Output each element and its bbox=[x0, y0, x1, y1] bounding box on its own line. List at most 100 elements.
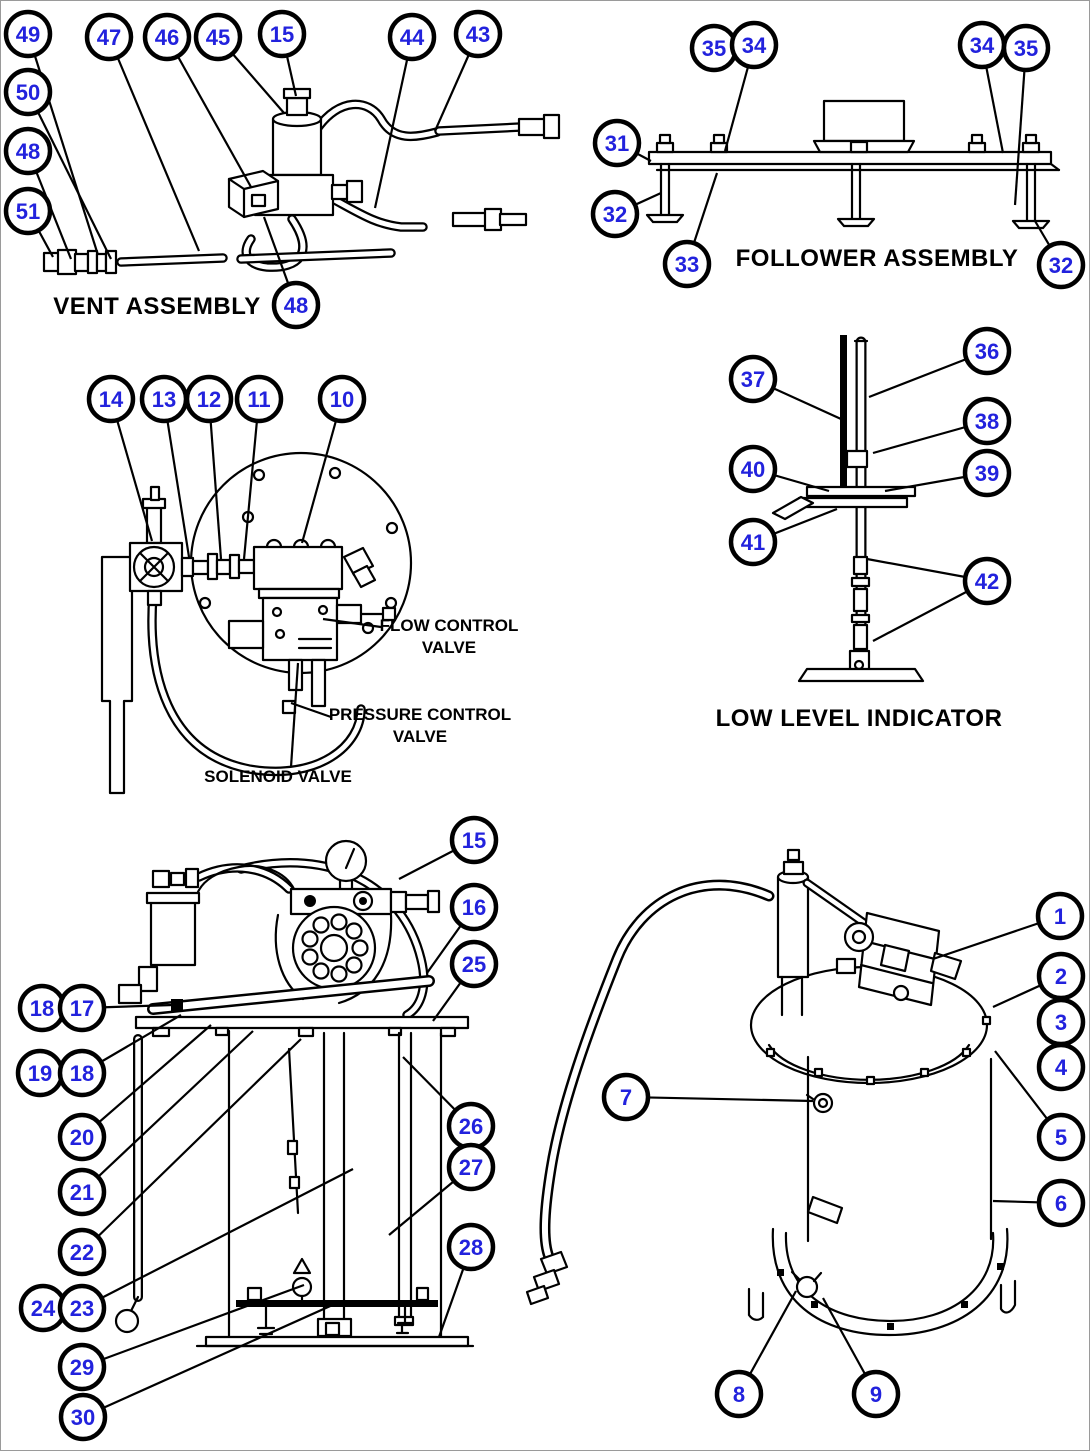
callout-23: 23 bbox=[57, 1283, 107, 1333]
leader-line-20 bbox=[81, 1024, 212, 1138]
svg-text:18: 18 bbox=[70, 1061, 94, 1086]
svg-text:2: 2 bbox=[1055, 964, 1067, 989]
callout-10: 10 bbox=[317, 374, 367, 424]
leader-line-22 bbox=[81, 1038, 302, 1253]
leader-line-23 bbox=[81, 1168, 354, 1309]
callout-9: 9 bbox=[851, 1369, 901, 1419]
callout-24: 24 bbox=[18, 1283, 68, 1333]
callout-22: 22 bbox=[57, 1227, 107, 1277]
callout-34: 34 bbox=[957, 20, 1007, 70]
svg-text:42: 42 bbox=[975, 569, 999, 594]
svg-text:12: 12 bbox=[197, 387, 221, 412]
callout-3: 3 bbox=[1036, 997, 1086, 1047]
svg-text:41: 41 bbox=[741, 530, 765, 555]
leader-line-50 bbox=[27, 91, 112, 260]
flow-control-valve-body bbox=[252, 538, 344, 600]
svg-text:48: 48 bbox=[16, 139, 40, 164]
pressure-gauge bbox=[324, 839, 368, 892]
callout-40: 40 bbox=[728, 444, 778, 494]
svg-text:13: 13 bbox=[152, 387, 176, 412]
svg-text:46: 46 bbox=[155, 25, 179, 50]
callout-50: 50 bbox=[3, 67, 53, 117]
callout-49: 49 bbox=[3, 9, 53, 59]
callout-30: 30 bbox=[58, 1392, 108, 1442]
svg-text:39: 39 bbox=[975, 461, 999, 486]
callout-16: 16 bbox=[449, 882, 499, 932]
callout-32: 32 bbox=[590, 189, 640, 239]
section-title-low-level-indicator: LOW LEVEL INDICATOR bbox=[716, 705, 1003, 732]
callout-29: 29 bbox=[57, 1342, 107, 1392]
leader-line-11 bbox=[242, 398, 261, 560]
callout-44: 44 bbox=[387, 12, 437, 62]
svg-text:9: 9 bbox=[870, 1382, 882, 1407]
callout-1: 1 bbox=[1035, 891, 1085, 941]
svg-text:23: 23 bbox=[70, 1296, 94, 1321]
svg-text:50: 50 bbox=[16, 80, 40, 105]
solenoid-valve-leader bbox=[289, 662, 300, 768]
tank-assembly-drawing bbox=[525, 848, 1017, 1337]
callout-36: 36 bbox=[962, 326, 1012, 376]
vent-assembly-drawing bbox=[42, 87, 561, 276]
svg-text:15: 15 bbox=[270, 22, 294, 47]
callout-5: 5 bbox=[1036, 1112, 1086, 1162]
svg-text:35: 35 bbox=[702, 36, 726, 61]
svg-text:22: 22 bbox=[70, 1240, 94, 1265]
svg-text:5: 5 bbox=[1055, 1125, 1067, 1150]
callout-17: 17 bbox=[57, 983, 107, 1033]
callout-48: 48 bbox=[271, 280, 321, 330]
section-title-follower-assembly: FOLLOWER ASSEMBLY bbox=[736, 245, 1019, 272]
leader-line-13 bbox=[162, 398, 191, 558]
callout-41: 41 bbox=[728, 517, 778, 567]
callout-39: 39 bbox=[962, 448, 1012, 498]
callout-26: 26 bbox=[446, 1101, 496, 1151]
leader-line-21 bbox=[81, 1030, 254, 1193]
svg-text:48: 48 bbox=[284, 293, 308, 318]
leader-line-12 bbox=[207, 398, 223, 560]
callout-6: 6 bbox=[1036, 1178, 1086, 1228]
svg-text:14: 14 bbox=[99, 387, 124, 412]
svg-text:6: 6 bbox=[1055, 1191, 1067, 1216]
svg-text:11: 11 bbox=[247, 387, 270, 412]
callout-27: 27 bbox=[446, 1142, 496, 1192]
callout-18: 18 bbox=[17, 983, 67, 1033]
tank-bolt bbox=[805, 1092, 834, 1114]
svg-text:26: 26 bbox=[459, 1114, 483, 1139]
leader-line-7 bbox=[625, 1095, 814, 1103]
solenoid-valve-body bbox=[227, 596, 339, 715]
leader-line-10 bbox=[300, 398, 344, 544]
leader-line-46 bbox=[166, 36, 252, 188]
svg-text:21: 21 bbox=[70, 1180, 94, 1205]
leader-line-30 bbox=[82, 1301, 338, 1419]
pressure-control-valve-label: VALVE bbox=[393, 727, 447, 746]
callout-7: 7 bbox=[601, 1072, 651, 1122]
pump-assembly-drawing bbox=[114, 839, 475, 1348]
svg-text:15: 15 bbox=[462, 828, 486, 853]
svg-text:47: 47 bbox=[97, 25, 121, 50]
svg-text:8: 8 bbox=[733, 1382, 745, 1407]
leader-line-35 bbox=[1013, 47, 1028, 206]
low-level-indicator-drawing bbox=[771, 335, 925, 683]
callout-15: 15 bbox=[449, 815, 499, 865]
flow-control-valve-label: FLOW CONTROL bbox=[380, 616, 519, 635]
valve-cluster-drawing bbox=[100, 451, 413, 795]
callout-12: 12 bbox=[184, 374, 234, 424]
callout-43: 43 bbox=[453, 9, 503, 59]
section-title-vent-assembly: VENT ASSEMBLY bbox=[53, 293, 260, 320]
callout-34: 34 bbox=[729, 20, 779, 70]
svg-text:40: 40 bbox=[741, 457, 765, 482]
callout-31: 31 bbox=[592, 118, 642, 168]
flow-control-valve-label: VALVE bbox=[422, 638, 476, 657]
callout-21: 21 bbox=[57, 1167, 107, 1217]
svg-text:34: 34 bbox=[742, 33, 767, 58]
follower-assembly-drawing bbox=[645, 99, 1061, 230]
svg-text:16: 16 bbox=[462, 895, 486, 920]
leader-line-14 bbox=[109, 398, 154, 542]
callout-13: 13 bbox=[139, 374, 189, 424]
callout-19: 19 bbox=[15, 1048, 65, 1098]
